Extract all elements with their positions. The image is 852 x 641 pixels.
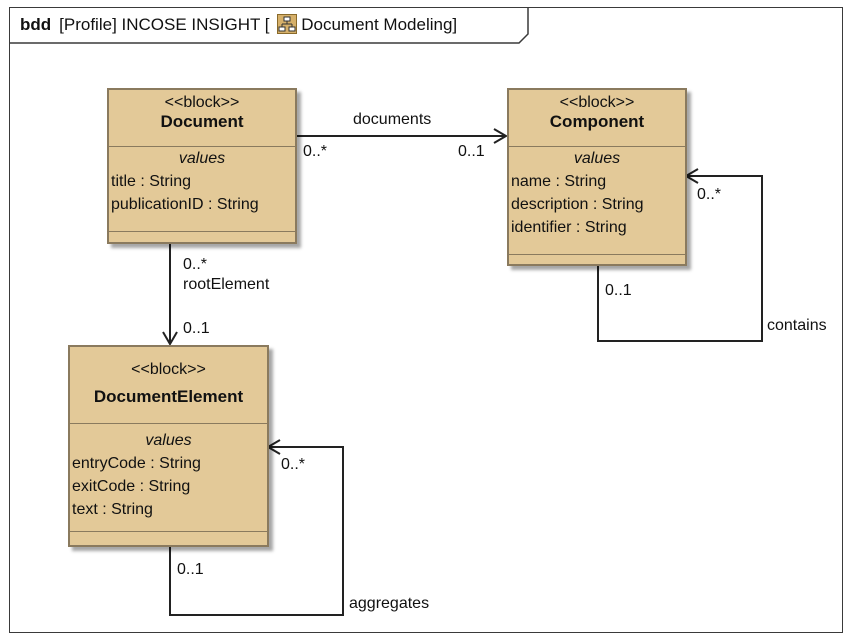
frame-title-text: [Profile] INCOSE INSIGHT [ bbox=[59, 15, 270, 34]
association-root-element-target-multiplicity: 0..1 bbox=[183, 320, 210, 337]
compartment-title: values bbox=[573, 150, 621, 167]
attribute: identifier : String bbox=[511, 219, 627, 236]
association-root-element-name: rootElement bbox=[183, 276, 270, 293]
attribute: name : String bbox=[511, 173, 607, 190]
association-contains-target-multiplicity: 0..* bbox=[697, 186, 722, 203]
association-aggregates-target-multiplicity: 0..* bbox=[281, 456, 306, 473]
block-document-name: Document bbox=[160, 112, 244, 131]
block-document-element[interactable]: <<block>> DocumentElement values entryCo… bbox=[68, 345, 269, 547]
frame-kind: bdd bbox=[20, 15, 52, 34]
block-document-values: values title : String publicationID : St… bbox=[109, 147, 295, 232]
association-documents-target-multiplicity: 0..1 bbox=[458, 143, 485, 160]
block-document-element-name: DocumentElement bbox=[93, 387, 244, 406]
frame-model-name: Document Modeling] bbox=[301, 15, 458, 34]
association-documents-name: documents bbox=[353, 111, 432, 128]
association-contains-name: contains bbox=[767, 317, 827, 334]
block-document-element-stereotype: <<block>> bbox=[131, 361, 206, 378]
association-aggregates-source-multiplicity: 0..1 bbox=[177, 561, 204, 578]
association-aggregates-name: aggregates bbox=[349, 595, 430, 612]
block-document-element-values: values entryCode : String exitCode : Str… bbox=[70, 424, 267, 532]
association-documents-source-multiplicity: 0..* bbox=[303, 143, 328, 160]
association-contains-source-multiplicity: 0..1 bbox=[605, 282, 632, 299]
block-document-element-header: <<block>> DocumentElement bbox=[70, 347, 267, 424]
compartment-title: values bbox=[145, 432, 192, 449]
compartment-title: values bbox=[178, 150, 226, 167]
block-component-header: <<block>> Component bbox=[509, 90, 685, 147]
association-root-element-source-multiplicity: 0..* bbox=[183, 256, 208, 273]
block-document[interactable]: <<block>> Document values title : String… bbox=[107, 88, 297, 244]
block-component[interactable]: <<block>> Component values name : String… bbox=[507, 88, 687, 266]
block-component-values: values name : String description : Strin… bbox=[509, 147, 685, 255]
attribute: entryCode : String bbox=[72, 455, 201, 472]
diagram-icon bbox=[277, 11, 298, 34]
attribute: text : String bbox=[72, 501, 153, 518]
block-document-stereotype: <<block>> bbox=[164, 94, 240, 111]
block-component-stereotype: <<block>> bbox=[559, 94, 635, 111]
attribute: publicationID : String bbox=[111, 196, 259, 213]
attribute: description : String bbox=[511, 196, 644, 213]
block-component-name: Component bbox=[549, 112, 645, 131]
block-document-header: <<block>> Document bbox=[109, 90, 295, 147]
attribute: exitCode : String bbox=[72, 478, 191, 495]
frame-title: bdd [Profile] INCOSE INSIGHT [ Document M… bbox=[9, 7, 528, 43]
attribute: title : String bbox=[111, 173, 192, 190]
